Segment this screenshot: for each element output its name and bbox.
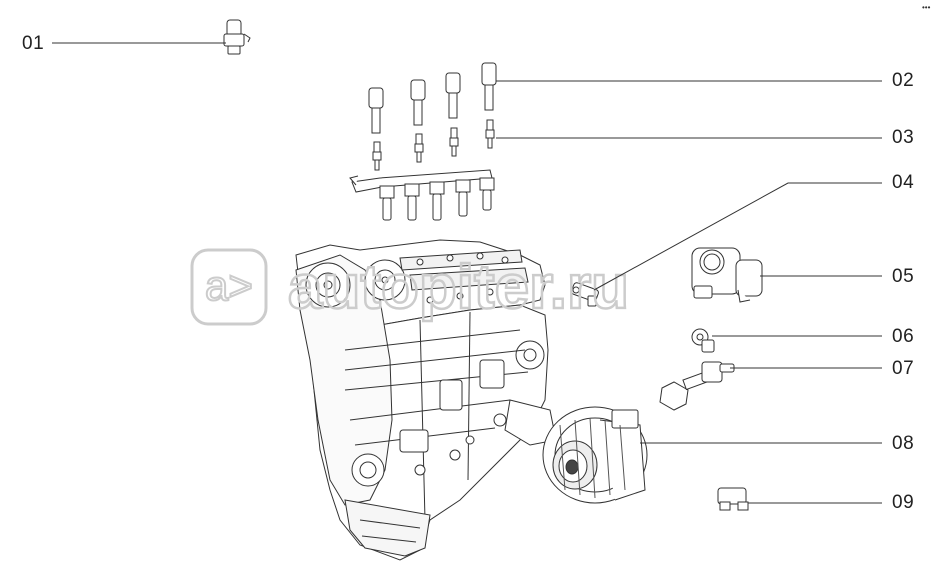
part-06-knock-sensor[interactable] — [691, 328, 715, 353]
part-07-temperature-sensor[interactable] — [659, 361, 735, 411]
callout-label-03[interactable]: 03 — [892, 127, 915, 148]
corner-mark: ••• — [922, 3, 931, 12]
watermark-logo-badge — [190, 248, 268, 326]
fuel-rail[interactable] — [349, 169, 495, 221]
callout-label-08[interactable]: 08 — [892, 433, 915, 454]
engine-block[interactable] — [295, 239, 557, 561]
watermark: a> autopiter.ru — [190, 248, 630, 326]
callout-label-04[interactable]: 04 — [892, 172, 915, 193]
callout-label-09[interactable]: 09 — [892, 492, 915, 513]
watermark-logo-glyph: a> — [205, 262, 253, 309]
leader-lines — [52, 42, 882, 504]
callout-label-01[interactable]: 01 — [22, 33, 45, 54]
callout-label-06[interactable]: 06 — [892, 326, 915, 347]
part-01-pressure-sensor[interactable] — [223, 19, 251, 55]
callout-label-05[interactable]: 05 — [892, 266, 915, 287]
part-05-throttle-body[interactable] — [691, 247, 763, 303]
callout-label-02[interactable]: 02 — [892, 70, 915, 91]
watermark-text: autopiter.ru — [288, 253, 629, 322]
part-09-map-sensor[interactable] — [717, 487, 749, 511]
callout-label-07[interactable]: 07 — [892, 358, 915, 379]
fuel-injector — [379, 177, 495, 221]
part-04-camshaft-sensor[interactable] — [571, 282, 600, 307]
part-02-ignition-coils[interactable] — [368, 62, 497, 134]
part-03-spark-plugs[interactable] — [372, 119, 495, 171]
part-08-alternator[interactable] — [542, 406, 648, 504]
leader-line-04 — [593, 182, 882, 291]
